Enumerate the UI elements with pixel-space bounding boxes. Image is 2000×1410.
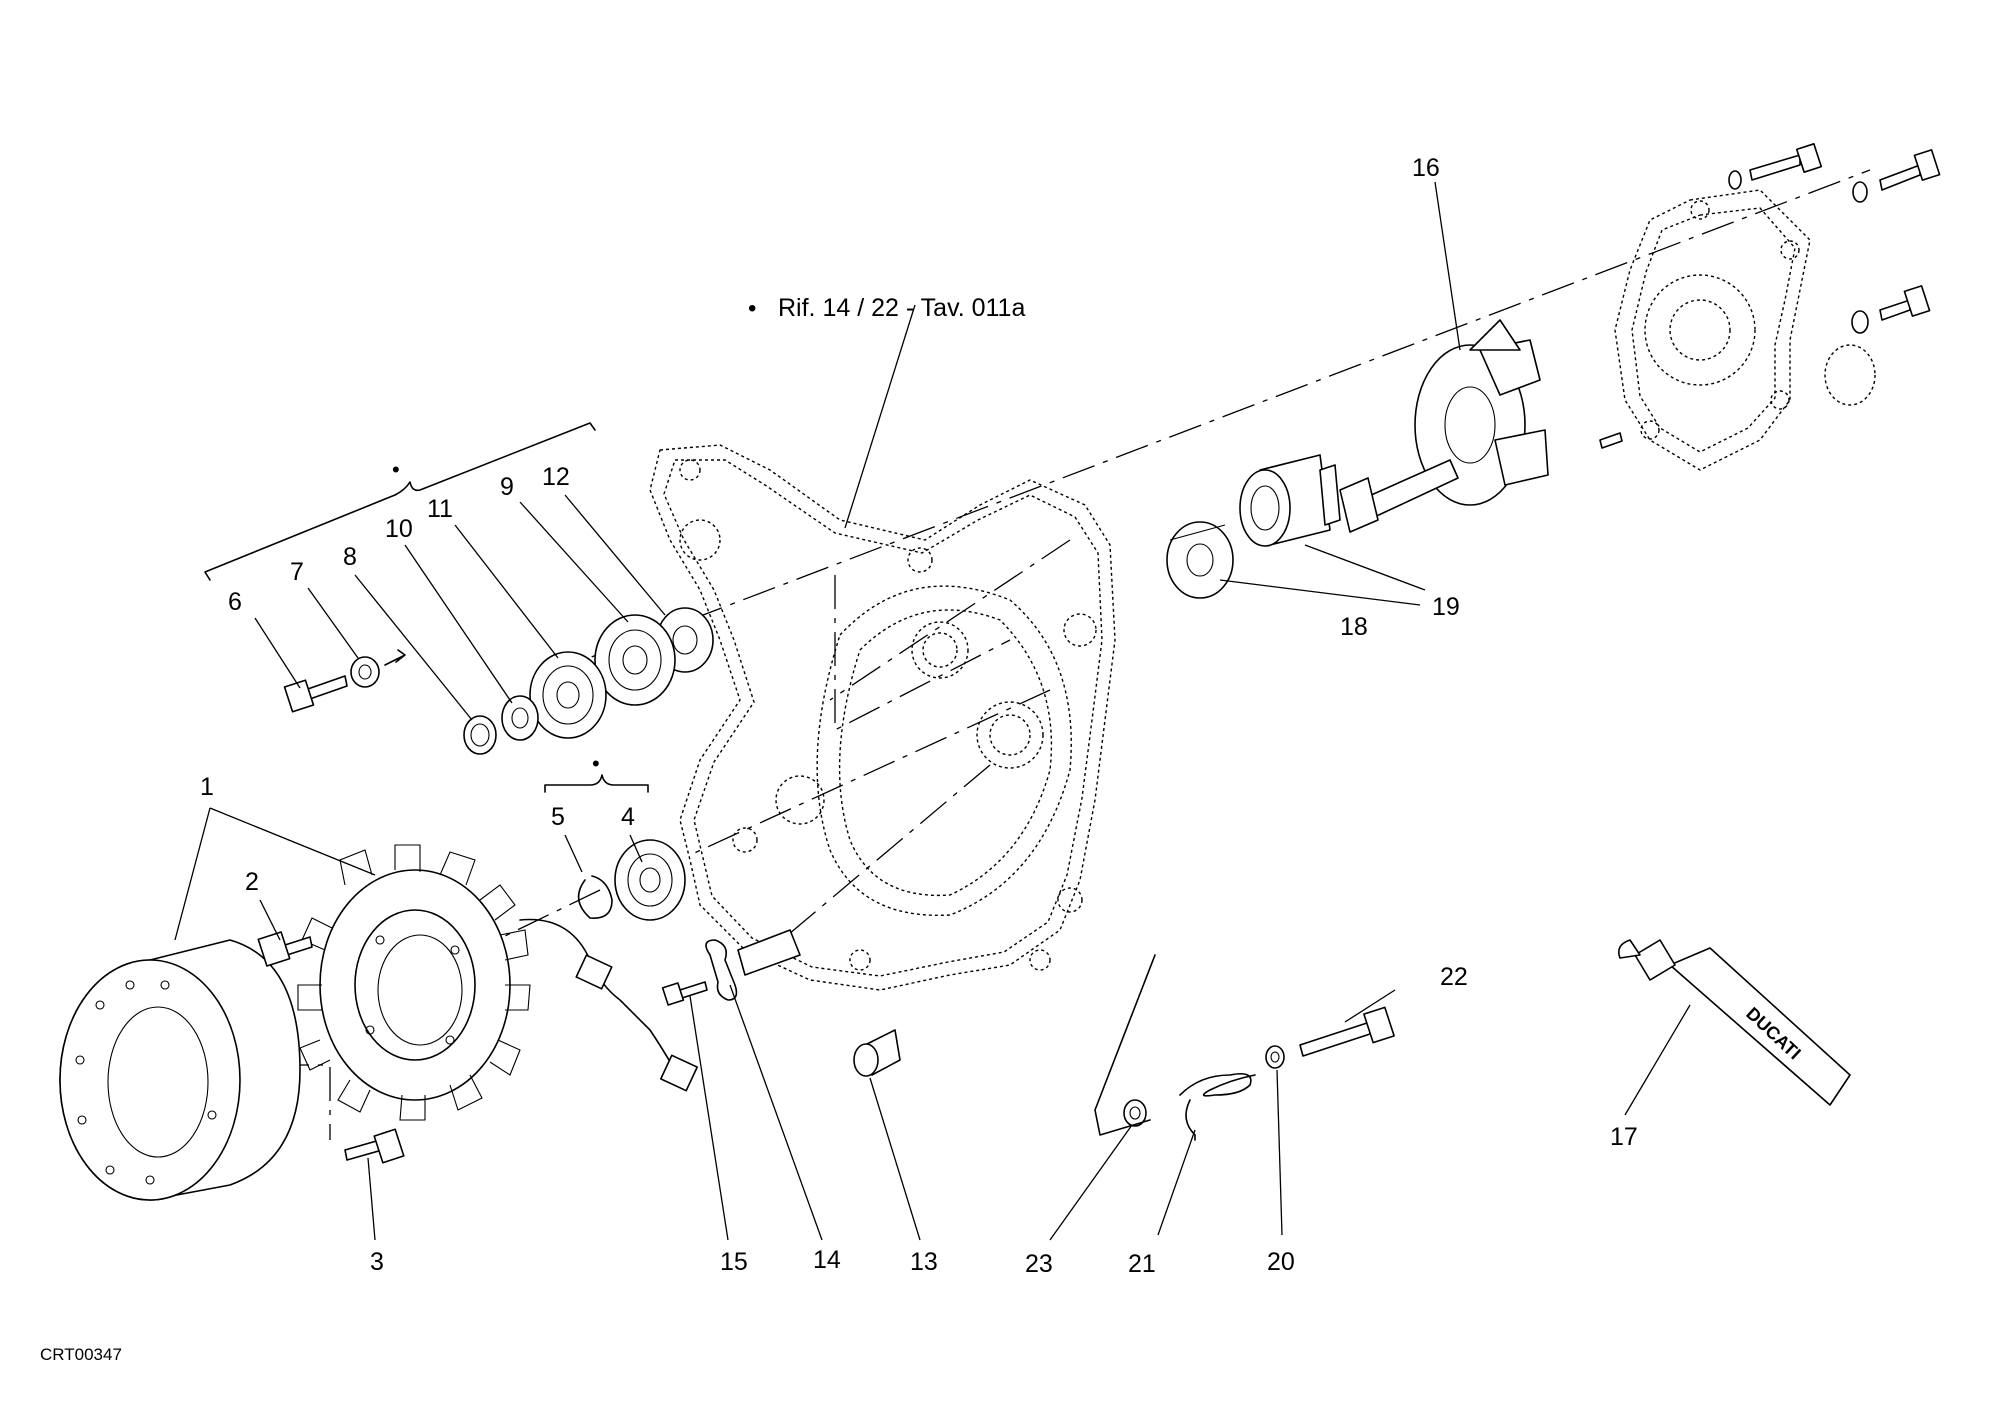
part-7-washer (350, 656, 380, 688)
part-23-nut (1123, 1099, 1147, 1127)
part-22-screw (1299, 1006, 1395, 1057)
callout-5: 5 (551, 803, 565, 831)
kit-bracket-4-5-bullet: • (592, 751, 600, 776)
reference-note-text: Rif. 14 / 22 - Tav. 011a (778, 294, 1025, 322)
kit-bracket-6-12: • (204, 422, 596, 581)
part-4-bearing (614, 839, 686, 921)
callout-19: 19 (1432, 593, 1460, 621)
callout-8: 8 (343, 543, 357, 571)
part-16-impeller (1339, 319, 1549, 533)
direction-arrow (384, 649, 406, 666)
part-14-cable-clip (705, 929, 801, 1001)
pump-cover-screws (1599, 143, 1941, 449)
part-1-stator (297, 844, 698, 1121)
part-6-screw (283, 675, 348, 713)
group-bracket-20-23 (1094, 954, 1156, 1136)
kit-bracket-4-5: • (544, 751, 649, 793)
callout-1: 1 (200, 773, 214, 801)
callout-12: 12 (542, 463, 570, 491)
callout-17: 17 (1610, 1123, 1638, 1151)
pump-cover (1614, 189, 1876, 471)
callout-3: 3 (370, 1248, 384, 1276)
callout-9: 9 (500, 473, 514, 501)
assembly-axes (275, 169, 1871, 1140)
part-11-bearing (529, 651, 607, 739)
callout-14: 14 (813, 1246, 841, 1274)
part-1-rotor (59, 939, 301, 1201)
part-3-screw (344, 1128, 405, 1164)
callout-16: 16 (1412, 154, 1440, 182)
part-8-circlip (463, 715, 497, 755)
callout-labels: 1 2 3 4 5 6 7 8 9 10 11 12 13 14 15 16 1… (200, 154, 1638, 1278)
part-20-washer (1265, 1045, 1285, 1069)
part-5-circlip (577, 875, 613, 919)
drawing-code: CRT00347 (40, 1345, 122, 1364)
part-21-spring-clip (1179, 1072, 1256, 1141)
reference-note: • Rif. 14 / 22 - Tav. 011a (748, 294, 1025, 322)
callout-13: 13 (910, 1248, 938, 1276)
part-18-seal-ring (1166, 521, 1234, 599)
crankcase-cover (649, 444, 1116, 991)
part-15-screw (661, 981, 708, 1006)
callout-4: 4 (621, 803, 635, 831)
part-19-seal (1239, 454, 1341, 547)
callout-15: 15 (720, 1248, 748, 1276)
callout-7: 7 (290, 558, 304, 586)
kit-bracket-6-12-bullet: • (392, 457, 400, 482)
callout-23: 23 (1025, 1250, 1053, 1278)
callout-18: 18 (1340, 613, 1368, 641)
part-2-screw (257, 931, 313, 967)
part-10-spacer (501, 695, 539, 741)
part-9-bearing (594, 614, 676, 706)
callout-22: 22 (1440, 963, 1468, 991)
callout-11: 11 (427, 495, 453, 523)
callout-6: 6 (228, 588, 242, 616)
leader-lines (174, 181, 1691, 1241)
callout-10: 10 (385, 515, 413, 543)
callout-2: 2 (245, 868, 259, 896)
part-17-sealant-tube: DUCATI (1617, 939, 1851, 1106)
callout-21: 21 (1128, 1250, 1156, 1278)
reference-note-bullet: • (748, 295, 756, 322)
callout-20: 20 (1267, 1248, 1295, 1276)
part-13-bushing (853, 1029, 901, 1077)
